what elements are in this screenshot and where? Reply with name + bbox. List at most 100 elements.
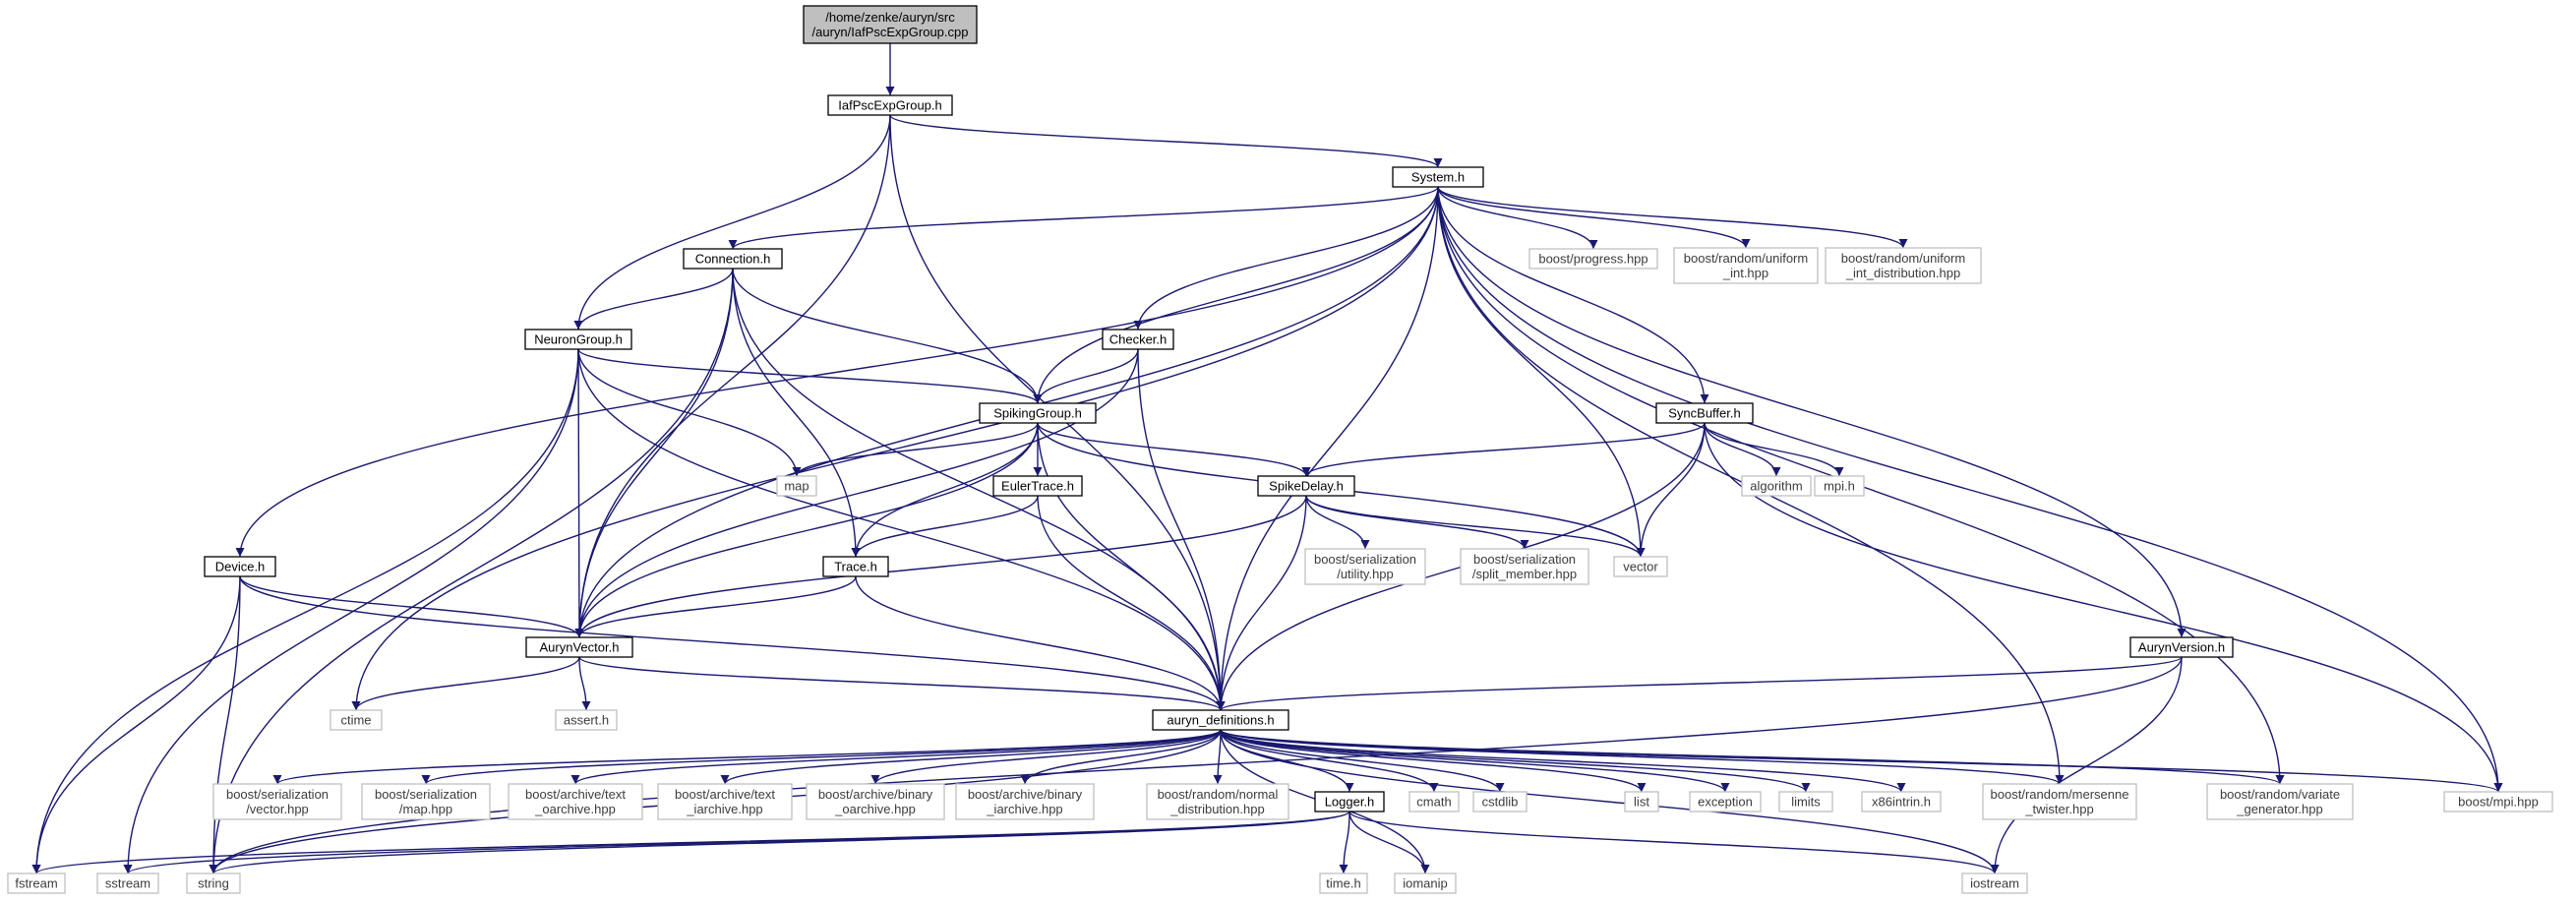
edge-checker-to-spikinggroup — [1033, 348, 1139, 404]
node-box — [1624, 791, 1659, 812]
node-box — [1319, 872, 1368, 894]
edge-system-to-vector — [1437, 186, 1646, 558]
edge-aurynvector-to-assert — [578, 656, 591, 711]
edge-spikedelay-to-defs — [1216, 495, 1307, 711]
node-label: NeuronGroup.h — [534, 332, 623, 347]
edge-line — [1305, 495, 1646, 558]
edge-line — [1213, 729, 1223, 785]
edge-connection-to-string — [209, 268, 734, 874]
node-defs[interactable]: auryn_definitions.h — [1152, 709, 1289, 731]
node-box — [1460, 548, 1589, 585]
node-label: ctime — [340, 713, 371, 728]
edge-line — [31, 811, 1350, 874]
node-logger[interactable]: Logger.h — [1314, 791, 1385, 812]
edge-system-to-spikinggroup — [1033, 186, 1439, 404]
edge-line — [870, 729, 1222, 785]
node-label: /home/zenke/auryn/src — [825, 10, 955, 25]
node-box — [1861, 791, 1942, 812]
edge-line — [1220, 729, 1647, 793]
edge-line — [1220, 729, 2000, 874]
edge-line — [792, 422, 1039, 477]
edge-trace-to-aurynvector — [574, 575, 857, 638]
node-label: Device.h — [215, 560, 266, 574]
node-normal-dist: boost/random/normal_distribution.hpp — [1146, 783, 1289, 820]
edge-line — [720, 729, 1222, 785]
edge-line — [1437, 186, 1709, 404]
node-label: /split_member.hpp — [1472, 567, 1577, 581]
edge-aurynvector-to-defs — [578, 656, 1226, 711]
edge-system-to-aurynversion — [1437, 186, 2187, 638]
node-box — [1472, 791, 1528, 812]
node-connection[interactable]: Connection.h — [683, 248, 783, 270]
edge-defs-to-text_iarchive — [720, 729, 1222, 785]
edge-line — [1704, 422, 1844, 477]
node-label: algorithm — [1750, 479, 1802, 494]
edge-connection-to-trace — [732, 268, 861, 558]
edge-logger-to-iostream — [1348, 811, 2000, 874]
edge-line — [574, 348, 584, 638]
node-box — [1314, 791, 1385, 812]
node-label: auryn_definitions.h — [1167, 713, 1274, 728]
node-device[interactable]: Device.h — [204, 556, 276, 577]
node-label: Connection.h — [695, 252, 771, 267]
node-mersenne: boost/random/mersenne_twister.hpp — [1982, 783, 2137, 820]
node-time-h: time.h — [1319, 872, 1368, 894]
node-aurynvector[interactable]: AurynVector.h — [525, 636, 633, 658]
edge-spikedelay-to-aurynvector — [574, 495, 1307, 638]
node-box — [7, 872, 66, 894]
node-map: map — [776, 475, 817, 497]
edge-line — [570, 729, 1222, 785]
edge-line — [1305, 495, 1370, 550]
node-x86intrin: x86intrin.h — [1861, 791, 1942, 812]
node-label: limits — [1791, 795, 1821, 810]
node-list: list — [1624, 791, 1659, 812]
node-mpi-h: mpi.h — [1814, 475, 1865, 497]
edge-device-to-aurynvector — [239, 575, 584, 638]
edge-defs-to-ser_map — [421, 729, 1222, 785]
node-box — [1257, 475, 1355, 497]
node-iaf[interactable]: IafPscExpGroup.h — [827, 94, 953, 116]
node-box — [776, 475, 817, 497]
node-box — [1304, 548, 1426, 585]
node-eulertrace[interactable]: EulerTrace.h — [992, 475, 1083, 497]
node-checker[interactable]: Checker.h — [1102, 329, 1174, 350]
edge-line — [574, 114, 891, 638]
edge-defs-to-iostream — [1220, 729, 2000, 874]
node-aurynversion[interactable]: AurynVersion.h — [2129, 636, 2234, 658]
node-root[interactable]: /home/zenke/auryn/src/auryn/IafPscExpGro… — [803, 5, 978, 44]
node-ser-utility: boost/serialization/utility.hpp — [1304, 548, 1426, 585]
node-label: Logger.h — [1325, 795, 1375, 810]
edge-line — [732, 268, 1043, 404]
edge-defs-to-cmath — [1220, 729, 1439, 793]
node-label: cstdlib — [1482, 795, 1519, 810]
edge-defs-to-exception — [1220, 729, 1730, 793]
node-iomanip: iomanip — [1394, 872, 1457, 894]
edge-line — [573, 114, 891, 331]
node-box — [2129, 636, 2234, 658]
edge-line — [578, 656, 591, 711]
edge-line — [272, 729, 1222, 785]
node-system[interactable]: System.h — [1392, 166, 1484, 188]
node-neurongroup[interactable]: NeuronGroup.h — [524, 329, 632, 350]
node-box — [992, 475, 1083, 497]
edge-neurongroup-to-map — [577, 348, 802, 477]
node-label: IafPscExpGroup.h — [838, 98, 942, 113]
edge-line — [1037, 422, 1226, 711]
node-spikedelay[interactable]: SpikeDelay.h — [1257, 475, 1355, 497]
edge-line — [1704, 422, 1781, 477]
node-box — [1655, 402, 1754, 424]
edge-line — [209, 811, 1350, 874]
node-box — [1741, 475, 1812, 497]
node-label: boost/random/mersenne — [1991, 787, 2129, 802]
edge-neurongroup-to-aurynvector — [574, 348, 584, 638]
node-box — [1408, 791, 1460, 812]
edge-aurynversion-to-iostream — [1990, 656, 2183, 874]
edge-connection-to-spikinggroup — [732, 268, 1043, 404]
edge-line — [1220, 729, 1730, 793]
node-syncbuffer[interactable]: SyncBuffer.h — [1655, 402, 1754, 424]
node-box — [822, 556, 889, 577]
node-spikinggroup[interactable]: SpikingGroup.h — [979, 402, 1097, 424]
node-trace[interactable]: Trace.h — [822, 556, 889, 577]
node-label: System.h — [1411, 170, 1465, 185]
edge-line — [1990, 656, 2183, 874]
